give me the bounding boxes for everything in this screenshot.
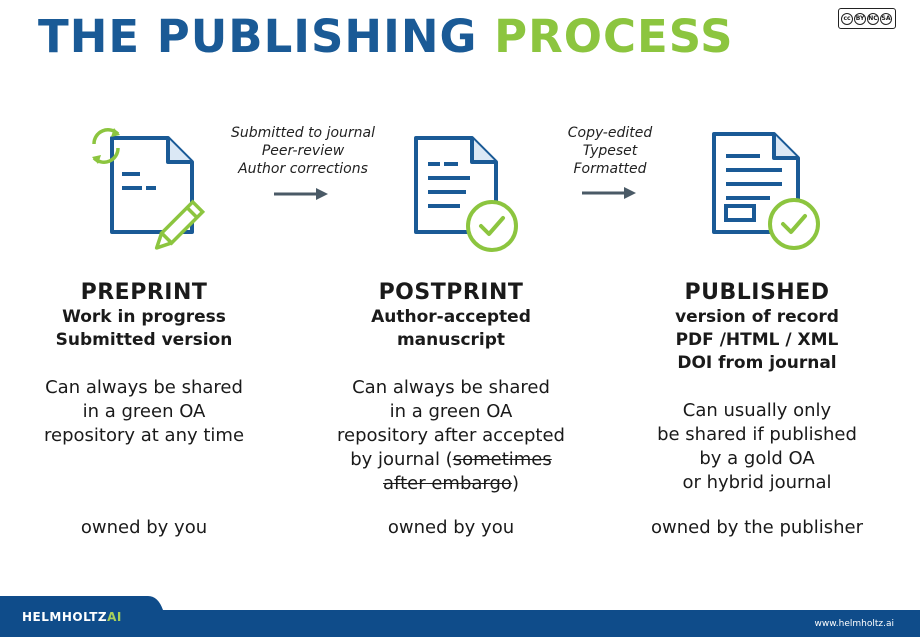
struck-text: sometimes	[452, 449, 552, 470]
arrow-label-line: Author corrections	[238, 161, 368, 177]
arrow-label-2: Copy-edited Typeset Formatted	[540, 124, 680, 178]
column-preprint: PREPRINT Work in progress Submitted vers…	[14, 280, 274, 580]
column-description-line: or hybrid journal	[682, 472, 832, 493]
column-description-line: Can always be shared	[352, 377, 550, 398]
description-text: by journal (	[350, 449, 453, 470]
column-published: PUBLISHED version of record PDF /HTML / …	[626, 280, 888, 580]
document-check-icon	[414, 136, 518, 252]
column-description-line: in a green OA	[82, 401, 206, 422]
column-description-line: in a green OA	[389, 401, 513, 422]
brand-text: HELMHOLTZ	[22, 610, 108, 624]
footer-url: www.helmholtz.ai	[814, 619, 894, 629]
column-owner: owned by you	[80, 517, 208, 538]
arrow-label-line: Peer-review	[261, 143, 345, 159]
column-subtitle-line: Work in progress	[62, 307, 226, 327]
column-subtitle-line: PDF /HTML / XML	[675, 330, 839, 350]
published-document-check-icon	[712, 132, 820, 250]
column-description-line: repository after accepted	[337, 425, 565, 446]
column-postprint: POSTPRINT Author-accepted manuscript Can…	[316, 280, 586, 580]
arrow-label-1: Submitted to journal Peer-review Author …	[218, 124, 388, 178]
cc-letter: cc	[841, 12, 853, 25]
title-part-2: PROCESS	[494, 10, 734, 63]
column-description-line: Can usually only	[682, 400, 832, 421]
title-part-1: THE PUBLISHING	[38, 10, 478, 63]
column-subtitle-line: DOI from journal	[677, 353, 837, 373]
column-description-line: Can always be shared	[45, 377, 243, 398]
arrow-right-icon	[582, 187, 636, 199]
arrow-label-line: Typeset	[582, 143, 638, 159]
arrow-label-line: Formatted	[573, 161, 647, 177]
sa-letter: SA	[880, 12, 892, 25]
column-description-line: by journal (sometimes	[316, 448, 586, 472]
cc-license-icon: cc BY NC SA	[838, 8, 896, 29]
arrow-label-line: Copy-edited	[567, 125, 653, 141]
description-text: )	[511, 473, 519, 494]
by-letter: BY	[854, 12, 866, 25]
struck-text: after embargo	[383, 473, 512, 494]
column-description-line: after embargo)	[316, 472, 586, 496]
helmholtz-ai-logo: HELMHOLTZAI	[22, 610, 122, 624]
column-subtitle-line: manuscript	[396, 330, 506, 350]
arrow-label-line: Submitted to journal	[230, 125, 376, 141]
page-title: THE PUBLISHING PROCESS	[38, 10, 734, 63]
column-owner: owned by you	[387, 517, 515, 538]
brand-ai-text: AI	[107, 610, 122, 624]
column-heading: PREPRINT	[80, 280, 208, 305]
column-heading: PUBLISHED	[684, 280, 830, 305]
nc-letter: NC	[867, 12, 879, 25]
column-subtitle-line: Author-accepted	[371, 307, 531, 327]
arrow-right-icon	[274, 188, 328, 200]
document-edit-refresh-icon	[92, 128, 206, 250]
column-heading: POSTPRINT	[378, 280, 524, 305]
footer: HELMHOLTZAI www.helmholtz.ai	[0, 596, 920, 637]
column-subtitle-line: version of record	[675, 307, 839, 327]
column-subtitle-line: Submitted version	[55, 330, 233, 350]
column-description-line: be shared if published	[657, 424, 857, 445]
column-owner: owned by the publisher	[651, 517, 863, 538]
column-description-line: by a gold OA	[699, 448, 815, 469]
footer-bar	[0, 596, 920, 637]
column-description-line: repository at any time	[43, 425, 245, 446]
